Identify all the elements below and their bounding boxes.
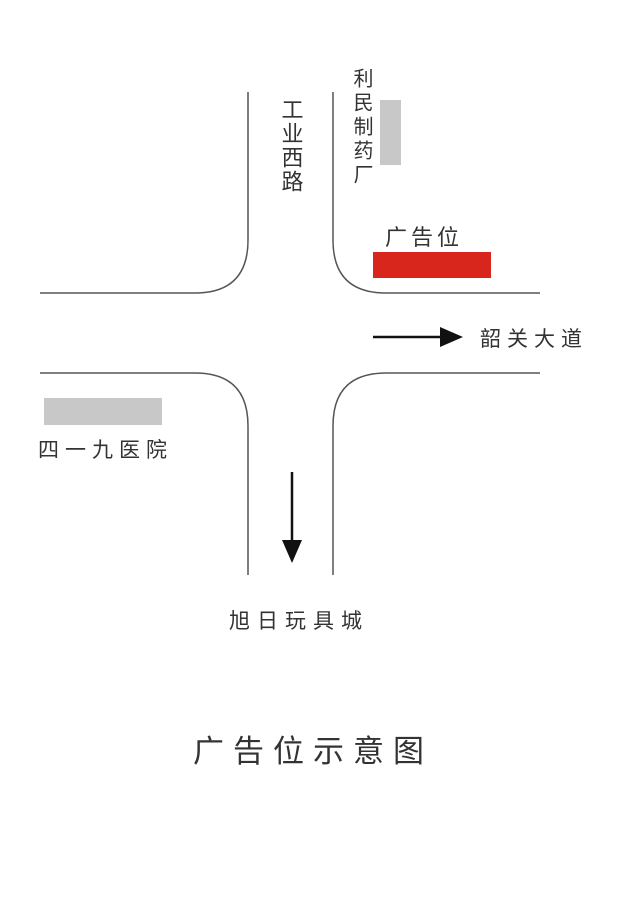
pharmacy-label: 利民制药厂 xyxy=(350,68,374,188)
diagram-title: 广告位示意图 xyxy=(193,734,433,770)
road-edge-top-left xyxy=(40,92,249,294)
road-edge-bottom-left xyxy=(40,372,249,575)
horizontal-road-label: 韶关大道 xyxy=(480,327,588,351)
arrow-east-icon xyxy=(373,327,463,347)
toy-city-label: 旭日玩具城 xyxy=(229,609,369,633)
pharmacy-building xyxy=(380,100,401,165)
arrow-south-icon xyxy=(282,472,302,563)
hospital-building xyxy=(44,398,162,425)
road-edge-top-right xyxy=(332,92,540,294)
road-edge-bottom-right xyxy=(332,372,540,575)
ad-spot-label: 广告位 xyxy=(385,226,463,251)
vertical-road-label: 工业西路 xyxy=(278,98,304,194)
hospital-label: 四一九医院 xyxy=(38,438,173,462)
ad-spot-marker xyxy=(373,252,491,278)
